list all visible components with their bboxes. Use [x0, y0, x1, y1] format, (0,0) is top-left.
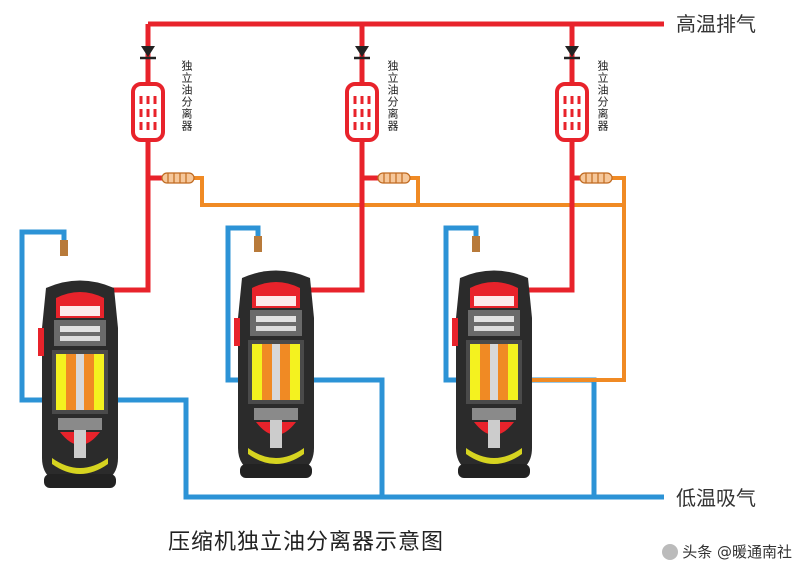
- watermark-text: 头条 @暖通南社: [682, 543, 792, 561]
- high-temp-discharge-label: 高温排气: [676, 12, 756, 36]
- capillary-coil-icon: [377, 172, 411, 184]
- oil-separator-icon: [345, 82, 379, 142]
- capillary-coil-icon: [161, 172, 195, 184]
- oil-separator-icon: [131, 82, 165, 142]
- separator-label-3: 独立油分离器: [596, 60, 609, 132]
- low-temp-suction-label: 低温吸气: [676, 486, 756, 510]
- separator-label-1: 独立油分离器: [180, 60, 193, 132]
- compressor-icon: [234, 270, 314, 478]
- oil-separator-icon: [555, 82, 589, 142]
- discharge-lines: [56, 21, 664, 293]
- watermark: 头条 @暖通南社: [662, 541, 792, 562]
- diagram-title: 压缩机独立油分离器示意图: [168, 530, 445, 555]
- check-valve-icon: [138, 44, 158, 60]
- compressor-icon: [452, 270, 532, 478]
- compressor-icon: [38, 280, 118, 488]
- separator-label-2: 独立油分离器: [386, 60, 399, 132]
- check-valve-icon: [562, 44, 582, 60]
- wechat-logo-icon: [662, 543, 679, 560]
- check-valve-icon: [352, 44, 372, 60]
- suction-lines: [19, 225, 664, 500]
- capillary-coil-icon: [579, 172, 613, 184]
